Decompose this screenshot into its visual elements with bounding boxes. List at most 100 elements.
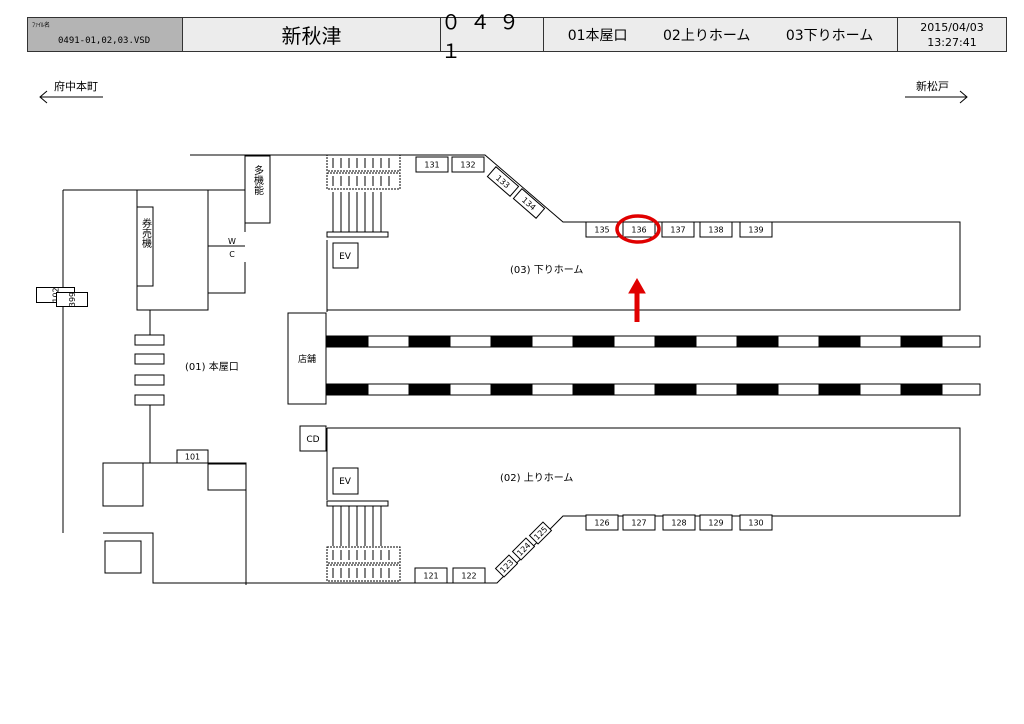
arrow-left-icon [39,90,103,104]
ad-box-label: 132 [460,161,475,170]
station-code: ０４９１ [441,10,544,63]
track-segment [408,335,451,348]
wc-label-w: W [228,237,236,246]
ad-box-121[interactable]: 121 [414,567,448,584]
multipurpose-label: 多機能 [252,164,264,196]
track-segment [572,335,615,348]
ad-box-136[interactable]: 136 [622,221,656,238]
ad-box-label: 131 [424,161,439,170]
up-platform-label: (02) 上りホーム [500,472,573,484]
track-segment [777,335,820,348]
ev-top-label: EV [339,252,352,262]
main-exit-label: (01) 本屋口 [185,360,239,373]
ticket-machine-label: 券売機 [140,217,152,249]
track-segment [531,383,574,396]
track-segment [654,383,697,396]
stairs-escalator-top [326,154,401,238]
header-bar: ﾌｧｲﾙ名 0491-01,02,03.VSD 新秋津 ０４９１ 01本屋口 0… [27,10,1007,63]
track-segment [572,383,615,396]
shop: 店舗 [287,312,327,405]
ad-box-399[interactable]: 399 [56,292,88,307]
track-segment [736,335,779,348]
ad-box-label: 138 [708,226,723,235]
track-segment [531,335,574,348]
ad-box-134[interactable]: 134 [512,188,546,219]
station-name: 新秋津 [183,18,441,51]
ad-box-130[interactable]: 130 [739,514,773,531]
ad-box-label: 130 [748,519,763,528]
ad-box-label: 139 [748,226,763,235]
ad-box-132[interactable]: 132 [451,156,485,173]
ticket-machine: 券売機 [136,206,154,287]
direction-left-label: 府中本町 [54,79,98,93]
ad-box-126[interactable]: 126 [585,514,619,531]
escalator [326,154,401,172]
ad-box-101[interactable]: 101 [176,449,209,464]
stair-landing [326,231,389,238]
ad-box-129[interactable]: 129 [699,514,733,531]
track-segment [326,335,369,348]
direction-right-label: 新松戸 [916,79,949,93]
escalator [326,172,401,190]
exit-02: 02上りホーム [663,27,751,44]
down-platform-label: (03) 下りホーム [510,264,583,276]
cd-label: CD [306,435,319,445]
track-segment [736,383,779,396]
tracks [326,335,981,396]
elevator-bottom: EV [332,467,359,495]
ad-boxes: 1023991011311321331341351361371381391211… [36,156,773,584]
stairs-escalator-bottom [326,500,401,582]
date: 2015/04/03 [920,21,984,34]
file-name: 0491-01,02,03.VSD [58,36,151,46]
track-segment [818,335,861,348]
track-segment [367,383,410,396]
gates [134,334,165,406]
track-segment [408,383,451,396]
track-segment [900,335,943,348]
escalator [326,546,401,564]
track-segment [941,383,981,396]
track-segment [695,335,738,348]
ad-box-131[interactable]: 131 [415,156,449,173]
ad-box-137[interactable]: 137 [661,221,695,238]
ad-box-label: 127 [631,519,646,528]
track-segment [777,383,820,396]
wc-label-c: C [229,250,235,259]
ad-box-124[interactable]: 124 [511,537,536,561]
multipurpose-toilet: 多機能 [244,155,271,224]
ad-box-135[interactable]: 135 [585,221,619,238]
ad-box-139[interactable]: 139 [739,221,773,238]
ad-box-label: 122 [461,572,476,581]
file-name-cell: ﾌｧｲﾙ名 0491-01,02,03.VSD [28,18,183,51]
track-segment [326,383,369,396]
cd-atm: CD [299,425,327,452]
highlight-arrow-icon [628,277,646,294]
ad-box-125[interactable]: 125 [528,521,553,545]
stair-landing [326,500,389,507]
exit-list: 01本屋口 02上りホーム 03下りホーム [544,18,898,51]
exit-01: 01本屋口 [567,27,628,44]
pillar [104,540,142,574]
track-segment [654,335,697,348]
track-segment [695,383,738,396]
ad-box-127[interactable]: 127 [622,514,656,531]
ad-box-128[interactable]: 128 [662,514,696,531]
ad-box-label: 135 [594,226,609,235]
ad-box-138[interactable]: 138 [699,221,733,238]
track-segment [859,383,902,396]
ad-box-123[interactable]: 123 [494,554,519,578]
shop-label: 店舗 [298,353,316,365]
track-segment [859,335,902,348]
highlight-circle [615,214,661,244]
ad-box-122[interactable]: 122 [452,567,486,584]
time: 13:27:41 [927,36,977,49]
pillar [207,463,247,491]
ad-box-label: 136 [631,226,646,235]
ad-box-label: 101 [185,453,200,462]
ad-box-133[interactable]: 133 [486,166,520,197]
ad-box-label: 129 [708,519,723,528]
direction-right: 新松戸 [905,79,968,104]
escalator [326,564,401,582]
direction-left: 府中本町 [39,79,103,104]
